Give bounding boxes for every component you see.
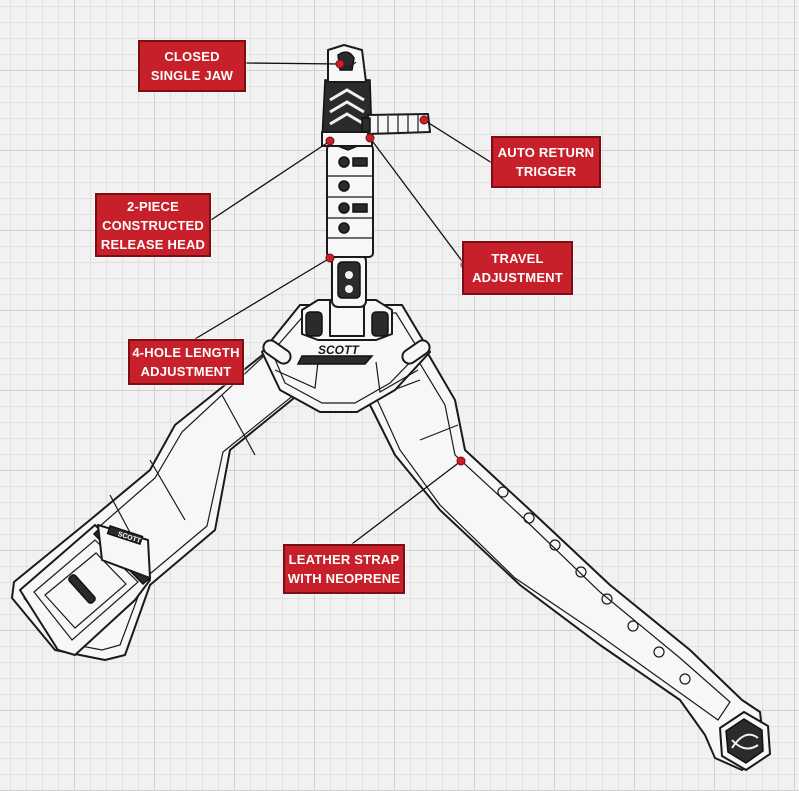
buckle-keeper: SCOTT (97, 524, 151, 579)
callout-leather-strap: LEATHER STRAP WITH NEOPRENE (283, 544, 405, 594)
leader-lines (194, 62, 493, 545)
auto-return-trigger (361, 113, 431, 135)
callout-line: ADJUSTMENT (472, 270, 563, 285)
right-strap (364, 339, 771, 771)
left-strap: SCOTT (11, 344, 311, 661)
head-logo: SCOTT (318, 343, 360, 357)
callout-release-head: 2-PIECE CONSTRUCTED RELEASE HEAD (95, 193, 211, 257)
callout-travel-adjustment: TRAVEL ADJUSTMENT (462, 241, 573, 295)
callout-length-adjustment: 4-HOLE LENGTH ADJUSTMENT (128, 339, 244, 385)
callout-line: SINGLE JAW (150, 68, 234, 83)
callout-line: ADJUSTMENT (140, 364, 232, 379)
strap-holes (497, 486, 691, 685)
hex-end-cap (719, 711, 771, 771)
callout-line: CONSTRUCTED (102, 217, 204, 233)
callout-line: 2-PIECE (127, 198, 179, 214)
release-body (301, 44, 431, 341)
callout-line: LEATHER STRAP (288, 552, 400, 567)
callout-auto-return-trigger: AUTO RETURN TRIGGER (491, 136, 601, 188)
callout-line: 4-HOLE LENGTH (132, 345, 240, 360)
callout-line: RELEASE HEAD (100, 236, 206, 252)
callout-line: TRIGGER (515, 164, 577, 179)
callout-closed-single-jaw: CLOSED SINGLE JAW (138, 40, 246, 92)
callout-line: CLOSED (164, 49, 220, 64)
callout-line: AUTO RETURN (497, 145, 595, 160)
callout-line: TRAVEL (491, 251, 544, 266)
callout-line: WITH NEOPRENE (287, 571, 401, 586)
